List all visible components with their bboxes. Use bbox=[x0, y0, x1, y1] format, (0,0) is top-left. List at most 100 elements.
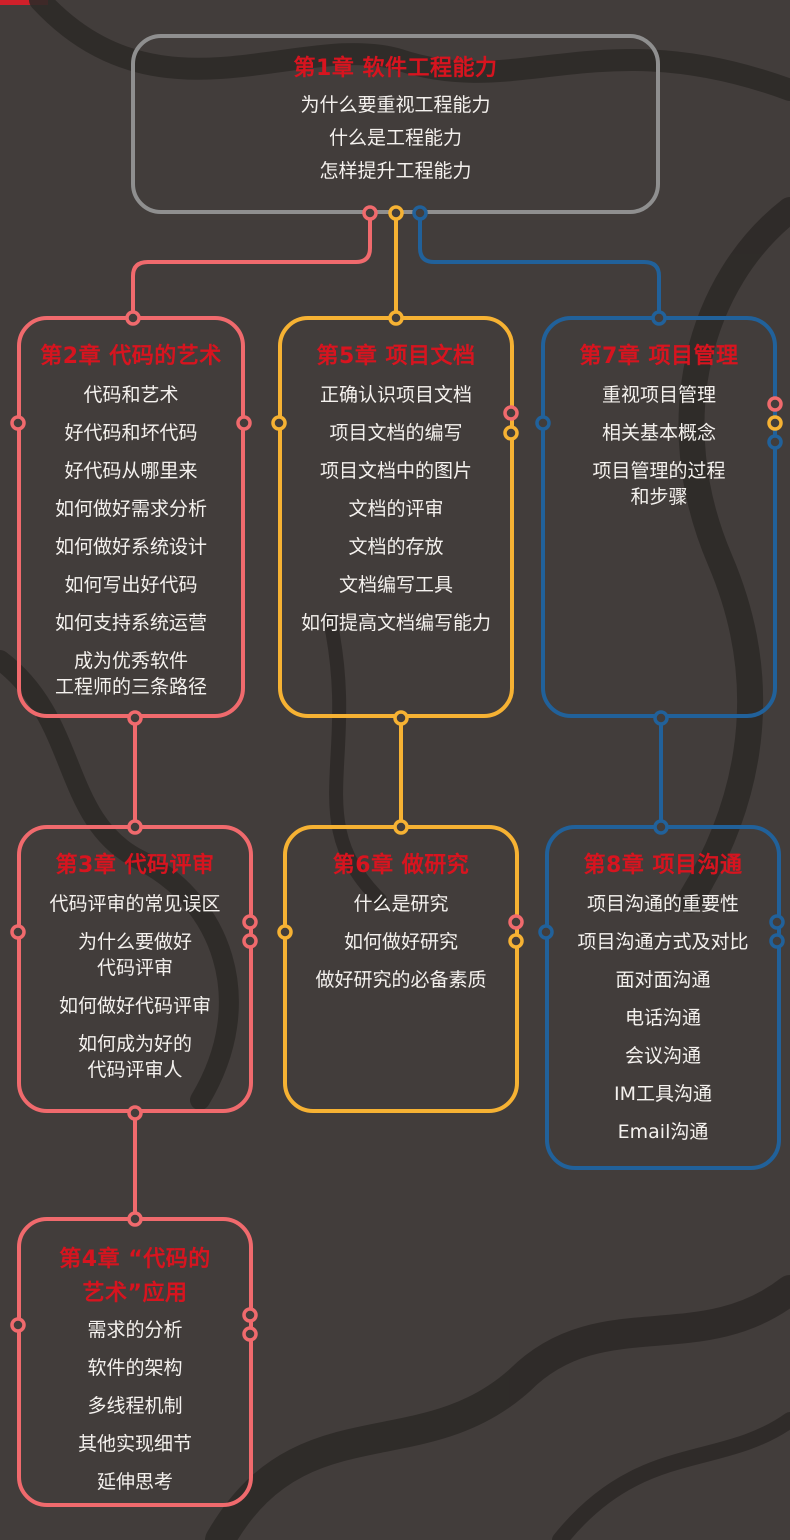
chapter-item: 好代码从哪里来 bbox=[64, 460, 198, 482]
ribbon-right bbox=[677, 197, 790, 913]
connector-knob bbox=[412, 205, 428, 221]
connector-knob bbox=[10, 1317, 26, 1333]
chapter-item: 项目文档的编写 bbox=[329, 422, 463, 444]
chapter-item: 文档编写工具 bbox=[338, 574, 453, 596]
chapter-item: IM工具沟通 bbox=[614, 1083, 712, 1105]
connector-knob bbox=[242, 1326, 258, 1342]
connector-knob bbox=[538, 924, 554, 940]
chapter-item: 多线程机制 bbox=[87, 1395, 183, 1417]
connector-knob bbox=[653, 710, 669, 726]
chapter-item: 什么是研究 bbox=[353, 893, 449, 915]
connector-knob bbox=[388, 205, 404, 221]
chapter-7-items: 重视项目管理相关基本概念项目管理的过程 和步骤 bbox=[545, 382, 773, 522]
chapter-1-title: 第1章 软件工程能力 bbox=[293, 56, 498, 81]
chapter-8-title: 第8章 项目沟通 bbox=[583, 853, 743, 878]
ribbon-middle bbox=[323, 613, 387, 907]
chapter-item: 好代码和坏代码 bbox=[64, 422, 198, 444]
chapter-item: 电话沟通 bbox=[624, 1007, 701, 1029]
connector-ch1-ch2 bbox=[131, 213, 372, 318]
connector-knob bbox=[127, 819, 143, 835]
connectors bbox=[131, 213, 663, 1219]
connector-knob bbox=[125, 310, 141, 326]
chapter-item: 成为优秀软件 工程师的三条路径 bbox=[54, 650, 207, 698]
chapter-item: 如何支持系统运营 bbox=[54, 612, 207, 634]
chapter-item: 如何做好研究 bbox=[343, 931, 458, 953]
connector-knob bbox=[767, 415, 783, 431]
chapter-3-box: 第3章 代码评审 代码评审的常见误区为什么要做好 代码评审如何做好代码评审如何成… bbox=[17, 825, 253, 1113]
connector-knob bbox=[769, 933, 785, 949]
connector-knob bbox=[362, 205, 378, 221]
connector-knob bbox=[767, 396, 783, 412]
chapter-item: 文档的存放 bbox=[348, 536, 444, 558]
chapter-item: 如何成为好的 代码评审人 bbox=[77, 1033, 192, 1081]
chapter-item: 延伸思考 bbox=[96, 1471, 173, 1493]
chapter-item: 代码和艺术 bbox=[83, 384, 179, 406]
connector-knob bbox=[242, 933, 258, 949]
connector-knob bbox=[242, 1307, 258, 1323]
chapter-item: 相关基本概念 bbox=[601, 422, 716, 444]
connector-knob bbox=[127, 1211, 143, 1227]
chapter-item: 如何做好需求分析 bbox=[54, 498, 207, 520]
chapter-item: 项目沟通方式及对比 bbox=[577, 931, 749, 953]
chapter-item: 面对面沟通 bbox=[615, 969, 711, 991]
chapter-item: 为什么要做好 代码评审 bbox=[77, 931, 192, 979]
chapter-item: 如何提高文档编写能力 bbox=[300, 612, 491, 634]
connector-ch1-ch7 bbox=[418, 213, 661, 318]
chapter-item: 正确认识项目文档 bbox=[319, 384, 472, 406]
connector-knob bbox=[277, 924, 293, 940]
chapter-item: 项目文档中的图片 bbox=[319, 460, 472, 482]
chapter-7-title: 第7章 项目管理 bbox=[579, 344, 739, 369]
corner-tab bbox=[0, 0, 48, 5]
chapter-4-title: 第4章 “代码的 艺术”应用 bbox=[59, 1247, 211, 1306]
connector-knob bbox=[769, 914, 785, 930]
chapter-3-title: 第3章 代码评审 bbox=[55, 853, 215, 878]
chapter-item: 其他实现细节 bbox=[77, 1433, 192, 1455]
chapter-item: 项目管理的过程 和步骤 bbox=[592, 460, 726, 508]
connector-knob bbox=[508, 933, 524, 949]
connector-knob bbox=[388, 310, 404, 326]
chapter-item: 重视项目管理 bbox=[601, 384, 716, 406]
chapter-item: 什么是工程能力 bbox=[328, 127, 462, 149]
chapter-2-title: 第2章 代码的艺术 bbox=[40, 344, 222, 369]
connector-knob bbox=[236, 415, 252, 431]
connector-knob bbox=[127, 710, 143, 726]
chapter-item: 代码评审的常见误区 bbox=[49, 893, 221, 915]
connector-knob bbox=[10, 415, 26, 431]
connector-knob bbox=[271, 415, 287, 431]
chapter-5-title: 第5章 项目文档 bbox=[316, 344, 476, 369]
connector-knob bbox=[535, 415, 551, 431]
connector-knob bbox=[503, 405, 519, 421]
connector-knob bbox=[127, 1105, 143, 1121]
chapter-5-items: 正确认识项目文档项目文档的编写项目文档中的图片文档的评审文档的存放文档编写工具如… bbox=[282, 382, 510, 648]
ribbon-bottom bbox=[205, 1275, 790, 1540]
chapter-item: 项目沟通的重要性 bbox=[586, 893, 739, 915]
chapter-1-items: 为什么要重视工程能力什么是工程能力怎样提升工程能力 bbox=[135, 92, 656, 191]
chapter-6-title: 第6章 做研究 bbox=[332, 853, 470, 878]
connector-knob bbox=[767, 434, 783, 450]
chapter-item: 如何做好代码评审 bbox=[58, 995, 211, 1017]
chapter-item: Email沟通 bbox=[617, 1121, 709, 1143]
connector-knob bbox=[393, 710, 409, 726]
ribbon-bottom-right bbox=[552, 1412, 790, 1540]
chapter-item: 如何做好系统设计 bbox=[54, 536, 207, 558]
chapter-1-box: 第1章 软件工程能力 为什么要重视工程能力什么是工程能力怎样提升工程能力 bbox=[131, 34, 660, 214]
chapter-item: 怎样提升工程能力 bbox=[319, 160, 472, 182]
connector-knob bbox=[242, 914, 258, 930]
chapter-4-items: 需求的分析软件的架构多线程机制其他实现细节延伸思考 bbox=[21, 1317, 249, 1507]
connector-knob bbox=[503, 425, 519, 441]
chapter-item: 软件的架构 bbox=[87, 1357, 183, 1379]
connector-knob bbox=[508, 914, 524, 930]
chapter-6-items: 什么是研究如何做好研究做好研究的必备素质 bbox=[287, 891, 515, 1005]
chapter-item: 做好研究的必备素质 bbox=[315, 969, 487, 991]
ribbon-left bbox=[0, 650, 239, 1110]
chapter-2-items: 代码和艺术好代码和坏代码好代码从哪里来如何做好需求分析如何做好系统设计如何写出好… bbox=[21, 382, 241, 712]
chapter-item: 如何写出好代码 bbox=[64, 574, 198, 596]
chapter-5-box: 第5章 项目文档 正确认识项目文档项目文档的编写项目文档中的图片文档的评审文档的… bbox=[278, 316, 514, 718]
chapter-item: 文档的评审 bbox=[348, 498, 444, 520]
connector-knob bbox=[653, 819, 669, 835]
connector-knob bbox=[10, 924, 26, 940]
connector-knob bbox=[651, 310, 667, 326]
